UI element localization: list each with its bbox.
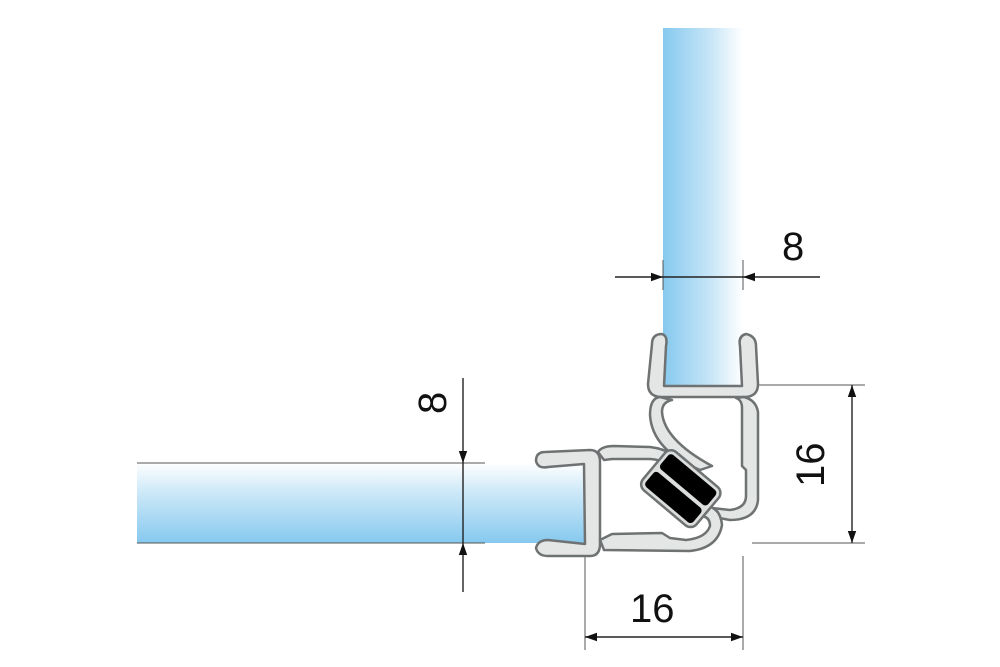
seal-tail (706, 395, 760, 522)
extension-lines (137, 260, 865, 650)
magnet-strips (639, 449, 722, 529)
magnet-2 (645, 471, 702, 524)
vertical-glass-panel (663, 28, 743, 386)
horizontal-glass-panel (137, 463, 585, 543)
dimension-lines (458, 272, 857, 642)
magnet-1 (659, 454, 717, 506)
horizontal-glass-clip (534, 448, 602, 558)
dimension-label-horizontal-glass: 8 (411, 392, 455, 414)
dimension-label-profile-width: 16 (630, 587, 675, 631)
dimension-label-profile-height: 16 (789, 443, 833, 488)
dimension-label-vertical-glass: 8 (782, 225, 804, 269)
